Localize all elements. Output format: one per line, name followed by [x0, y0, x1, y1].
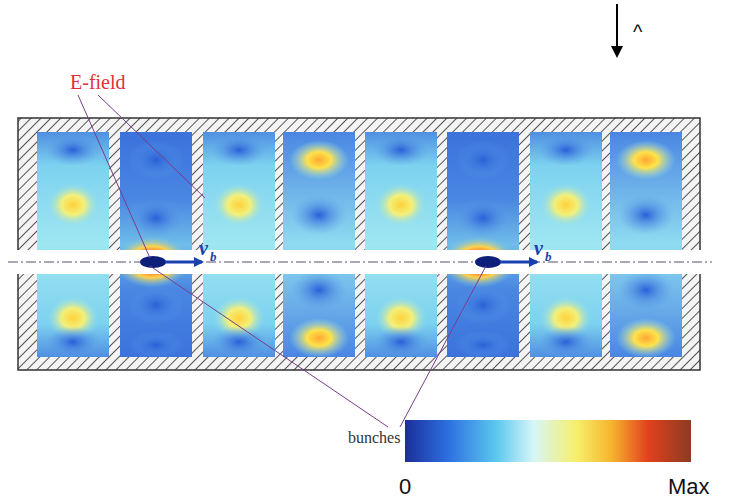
field-spot — [45, 326, 101, 358]
field-label: E-field — [70, 72, 126, 92]
velocity-label: v — [199, 238, 208, 258]
field-spot — [289, 318, 349, 358]
cavity-cell — [37, 132, 109, 357]
cavity-cells — [37, 132, 682, 359]
cavity-cell — [530, 132, 602, 357]
field-spot — [373, 326, 429, 358]
velocity-subscript: b — [210, 250, 217, 263]
arrow-mark: ^ — [633, 22, 642, 42]
direction-arrow — [616, 4, 618, 56]
beam-axis — [8, 262, 712, 263]
field-spot — [618, 195, 674, 235]
bunches-label: bunches — [348, 430, 400, 446]
field-spot — [616, 318, 676, 358]
field-spot — [289, 140, 349, 180]
field-spot — [128, 331, 184, 359]
bunch — [140, 256, 202, 268]
color-bar — [405, 420, 691, 462]
cavity-cell — [610, 132, 682, 357]
velocity-label: v — [534, 238, 543, 258]
field-spot — [455, 331, 511, 359]
scale-max: Max — [668, 476, 710, 498]
field-spot — [128, 140, 184, 180]
field-spot — [455, 198, 511, 238]
field-spot — [211, 134, 267, 166]
field-spot — [538, 326, 594, 358]
field-spot — [45, 134, 101, 166]
bunch — [475, 256, 537, 268]
field-spot — [47, 183, 99, 227]
cavity-wall — [18, 118, 700, 370]
field-spot — [128, 198, 184, 238]
field-spot — [618, 270, 674, 310]
field-spot — [375, 183, 427, 227]
field-spot — [211, 326, 267, 358]
field-spot — [455, 140, 511, 180]
field-spot — [616, 140, 676, 180]
field-spot — [373, 134, 429, 166]
cavity-cell — [283, 132, 355, 357]
field-spot — [128, 285, 184, 325]
cavity-cell — [203, 132, 275, 357]
field-spot — [538, 134, 594, 166]
field-spot — [455, 285, 511, 325]
field-spot — [213, 183, 265, 227]
velocity-subscript: b — [545, 250, 552, 263]
leader-line — [78, 95, 486, 427]
field-spot — [291, 270, 347, 310]
field-spot — [291, 195, 347, 235]
cavity-cell — [365, 132, 437, 357]
scale-min: 0 — [399, 476, 411, 498]
field-spot — [540, 183, 592, 227]
